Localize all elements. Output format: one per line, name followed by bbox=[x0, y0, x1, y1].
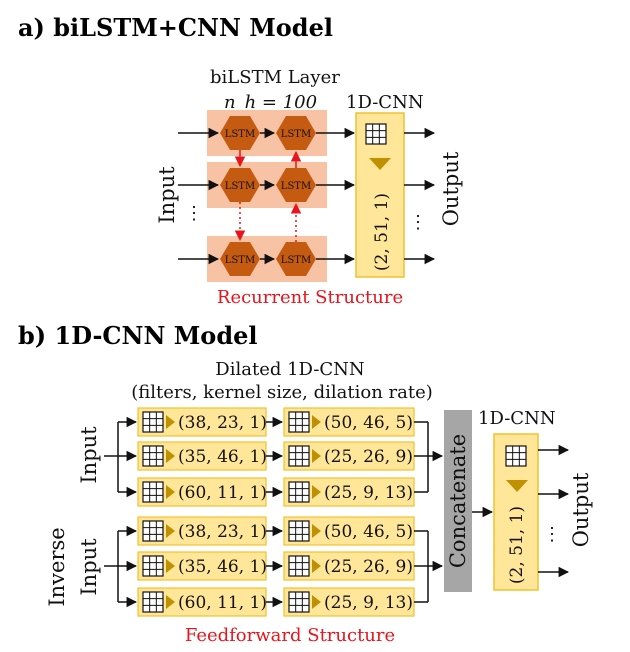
grid-icon bbox=[288, 555, 310, 577]
cnn-params-b: (2, 51, 1) bbox=[507, 506, 527, 584]
grid-icon bbox=[142, 411, 164, 433]
triangle-right-icon bbox=[312, 559, 321, 573]
dilated-cnn-params: (38, 23, 1) bbox=[178, 413, 267, 433]
hidden-units-label: n_h = 100 bbox=[224, 92, 317, 113]
ellipsis-input-a: ⋮ bbox=[185, 203, 203, 224]
dilated-cnn-params: (50, 46, 5) bbox=[324, 522, 413, 542]
feedforward-structure-label: Feedforward Structure bbox=[185, 625, 395, 646]
input-label-b: Input bbox=[77, 426, 101, 484]
svg-text:LSTM: LSTM bbox=[225, 255, 255, 266]
lstm-cell: LSTM bbox=[276, 116, 316, 150]
lstm-cell: LSTM bbox=[220, 242, 260, 276]
dilated-cnn-params: (25, 9, 13) bbox=[324, 483, 413, 503]
triangle-right-icon bbox=[166, 559, 175, 573]
recurrent-arrows bbox=[234, 150, 302, 242]
inverse-label: Inverse bbox=[45, 527, 69, 606]
output-label-b: Output bbox=[569, 472, 593, 547]
triangle-right-icon bbox=[166, 449, 175, 463]
triangle-right-icon bbox=[312, 524, 321, 538]
lstm-cell: LSTM bbox=[276, 168, 316, 202]
dilated-cnn-subtitle: (filters, kernel size, dilation rate) bbox=[131, 382, 433, 403]
grid-icon bbox=[142, 445, 164, 467]
input-arrows-a bbox=[178, 127, 356, 265]
triangle-right-icon bbox=[166, 595, 175, 609]
grid-icon bbox=[142, 591, 164, 613]
grid-icon bbox=[288, 520, 310, 542]
triangle-right-icon bbox=[166, 415, 175, 429]
triangle-right-icon bbox=[312, 485, 321, 499]
triangle-right-icon bbox=[166, 524, 175, 538]
grid-icon bbox=[288, 445, 310, 467]
grid-icon bbox=[142, 481, 164, 503]
dilated-cnn-params: (35, 46, 1) bbox=[178, 557, 267, 577]
svg-text:LSTM: LSTM bbox=[281, 129, 311, 140]
concatenate-label: Concatenate bbox=[446, 434, 470, 568]
lstm-cell: LSTM bbox=[220, 116, 260, 150]
input-label-a: Input bbox=[155, 166, 179, 224]
grid-icon bbox=[288, 591, 310, 613]
lstm-cells: LSTM LSTM LSTM LSTM LSTM LSTM bbox=[220, 116, 316, 276]
grid-icon bbox=[142, 555, 164, 577]
dilated-cnn-params: (25, 26, 9) bbox=[324, 447, 413, 467]
grid-icon bbox=[505, 445, 527, 467]
ellipsis-output-a: ⋮ bbox=[409, 212, 427, 233]
grid-icon bbox=[288, 411, 310, 433]
output-arrows-a bbox=[404, 127, 436, 265]
grid-icon bbox=[142, 520, 164, 542]
triangle-right-icon bbox=[166, 485, 175, 499]
output-label-a: Output bbox=[439, 151, 463, 226]
bilstm-layer-label: biLSTM Layer bbox=[210, 67, 340, 88]
cnn-label-b: 1D-CNN bbox=[478, 408, 556, 429]
grid-icon bbox=[288, 481, 310, 503]
svg-text:LSTM: LSTM bbox=[225, 129, 255, 140]
svg-text:LSTM: LSTM bbox=[281, 181, 311, 192]
dilated-cnn-params: (25, 26, 9) bbox=[324, 557, 413, 577]
triangle-down-icon bbox=[369, 158, 391, 170]
inverse-input-label: Input bbox=[77, 538, 101, 596]
dilated-cnn-title: Dilated 1D-CNN bbox=[215, 359, 364, 380]
triangle-down-icon bbox=[506, 480, 528, 492]
triangle-right-icon bbox=[312, 595, 321, 609]
dilated-cnn-params: (60, 11, 1) bbox=[178, 483, 267, 503]
dilated-cnn-params: (38, 23, 1) bbox=[178, 522, 267, 542]
grid-icon bbox=[365, 123, 387, 145]
cnn-params-a: (2, 51, 1) bbox=[372, 193, 392, 271]
svg-text:LSTM: LSTM bbox=[225, 181, 255, 192]
dilated-cnn-params: (50, 46, 5) bbox=[324, 413, 413, 433]
concatenate-block bbox=[444, 410, 472, 592]
ellipsis-output-b: ⋮ bbox=[543, 524, 561, 545]
triangle-right-icon bbox=[312, 415, 321, 429]
dilated-branches: (38, 23, 1) (50, 46, 5) (35, 46, 1) (25, 26… bbox=[104, 407, 444, 617]
panel-b-title: b) 1D-CNN Model bbox=[18, 321, 257, 350]
svg-text:LSTM: LSTM bbox=[281, 255, 311, 266]
output-arrows-b bbox=[538, 444, 570, 578]
lstm-cell: LSTM bbox=[276, 242, 316, 276]
cnn-label-a: 1D-CNN bbox=[346, 92, 424, 113]
triangle-right-icon bbox=[312, 449, 321, 463]
dilated-cnn-params: (25, 9, 13) bbox=[324, 593, 413, 613]
dilated-cnn-params: (60, 11, 1) bbox=[178, 593, 267, 613]
recurrent-structure-label: Recurrent Structure bbox=[217, 287, 403, 308]
lstm-cell: LSTM bbox=[220, 168, 260, 202]
panel-a-title: a) biLSTM+CNN Model bbox=[18, 13, 333, 42]
dilated-cnn-params: (35, 46, 1) bbox=[178, 447, 267, 467]
